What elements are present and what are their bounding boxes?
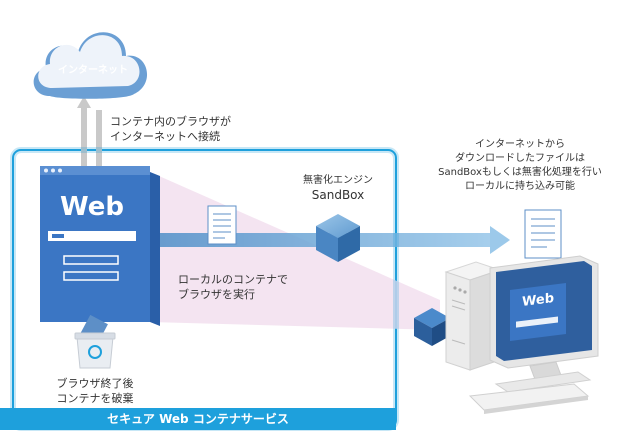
- internet-cloud: [33, 32, 148, 99]
- discard-note: ブラウザ終了後 コンテナを破棄: [42, 376, 148, 406]
- note-line: ブラウザを実行: [178, 288, 255, 301]
- browser-web-label: Web: [60, 192, 124, 222]
- note-line: SandBoxもしくは無害化処理を行い: [438, 167, 602, 178]
- monitor: [489, 255, 599, 393]
- note-line: ローカルに持ち込み可能: [465, 181, 575, 192]
- trash-bin-icon: [74, 314, 116, 369]
- document-in-transit: [207, 205, 237, 245]
- note-line: ブラウザ終了後: [56, 377, 134, 390]
- cloud-label: インターネット: [58, 65, 128, 76]
- destination-document: [524, 209, 562, 259]
- note-line: インターネットから: [475, 139, 565, 150]
- note-line: コンテナを破棄: [56, 392, 134, 405]
- note-line: ローカルのコンテナで: [178, 273, 288, 286]
- local-run-note: ローカルのコンテナで ブラウザを実行: [178, 272, 288, 302]
- download-note: インターネットから ダウンロードしたファイルは SandBoxもしくは無害化処理…: [432, 138, 608, 194]
- keyboard: [468, 383, 590, 414]
- note-line: インターネットへ接続: [110, 130, 220, 143]
- sandbox-cube: [316, 214, 360, 262]
- engine-name: SandBox: [311, 188, 365, 202]
- engine-label: 無害化エンジン SandBox: [286, 174, 390, 202]
- note-line: コンテナ内のブラウザが: [110, 115, 231, 128]
- note-line: ダウンロードしたファイルは: [455, 153, 585, 164]
- browser-window: [40, 166, 160, 326]
- service-banner: セキュア Web コンテナサービス: [0, 408, 396, 430]
- browser-access-note: コンテナ内のブラウザが インターネットへ接続: [110, 114, 231, 144]
- engine-title: 無害化エンジン: [303, 175, 373, 186]
